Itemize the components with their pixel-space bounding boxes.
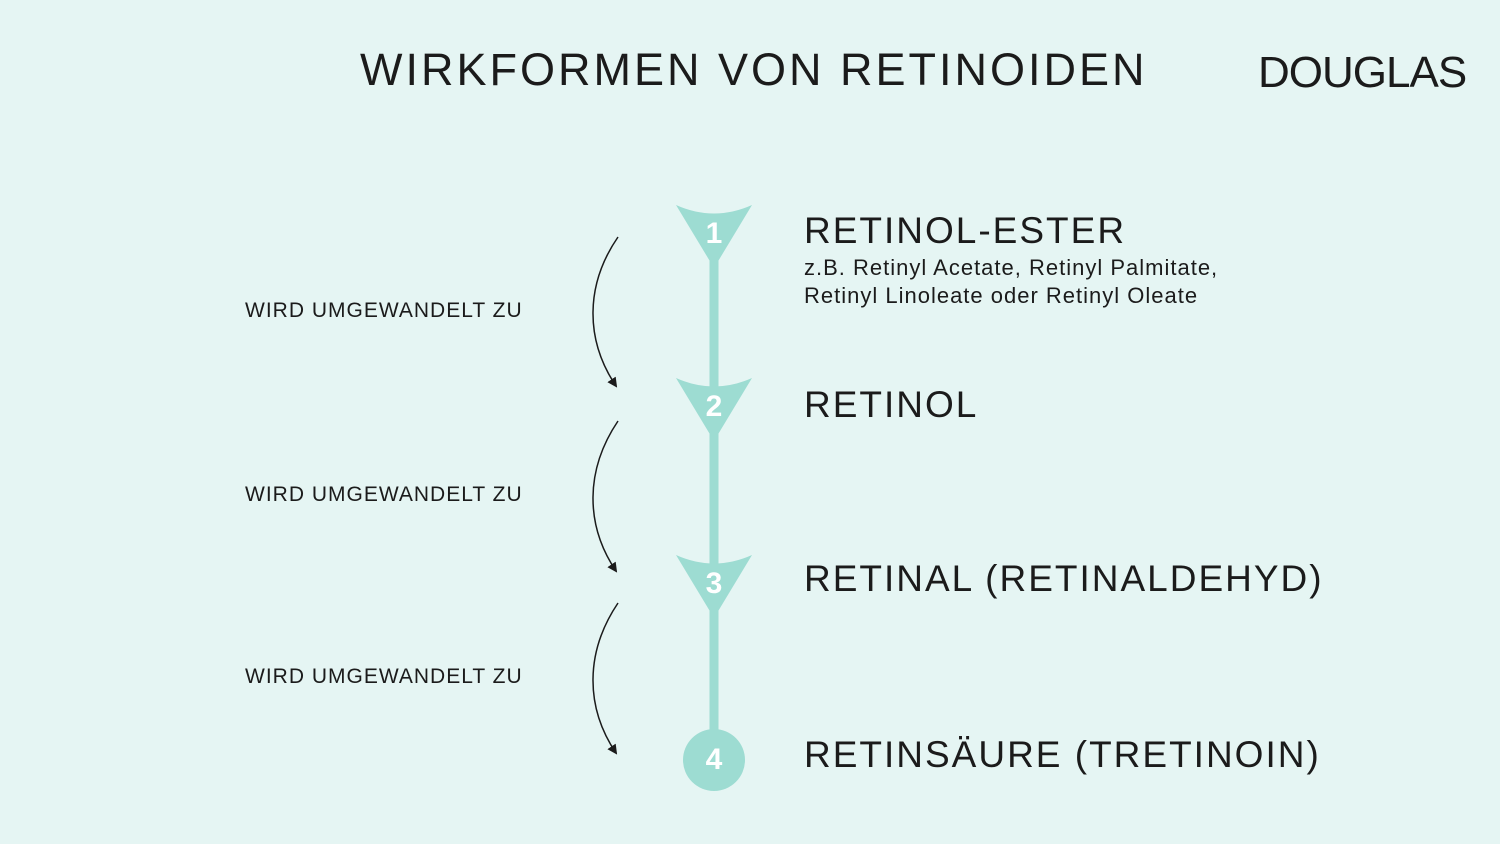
step-subtitle-1-line1: z.B. Retinyl Acetate, Retinyl Palmitate,: [804, 255, 1219, 280]
conversion-arrow-2: [592, 420, 619, 573]
page-title: WIRKFORMEN VON RETINOIDEN: [360, 44, 1148, 95]
step-title-4: RETINSÄURE (TRETINOIN): [804, 734, 1321, 775]
step-marker-1: [676, 205, 752, 268]
conversion-arrow-3: [592, 602, 619, 755]
step-title-2: RETINOL: [804, 384, 979, 425]
step-number-2: 2: [705, 390, 723, 423]
step-title-3: RETINAL (RETINALDEHYD): [804, 558, 1324, 599]
step-number-3: 3: [705, 567, 723, 600]
step-number-1: 1: [705, 217, 723, 250]
step-marker-3: [676, 555, 752, 618]
conversion-label-3: WIRD UMGEWANDELT ZU: [245, 665, 523, 688]
step-marker-2: [676, 378, 752, 441]
douglas-logo: DOUGLAS: [1258, 48, 1467, 97]
step-subtitle-1-line2: Retinyl Linoleate oder Retinyl Oleate: [804, 283, 1199, 308]
step-number-4: 4: [705, 743, 723, 776]
conversion-arrow-1: [592, 236, 619, 388]
step-title-1: RETINOL-ESTER: [804, 210, 1127, 251]
step-marker-4: [683, 729, 745, 791]
conversion-label-2: WIRD UMGEWANDELT ZU: [245, 483, 523, 506]
conversion-label-1: WIRD UMGEWANDELT ZU: [245, 299, 523, 322]
